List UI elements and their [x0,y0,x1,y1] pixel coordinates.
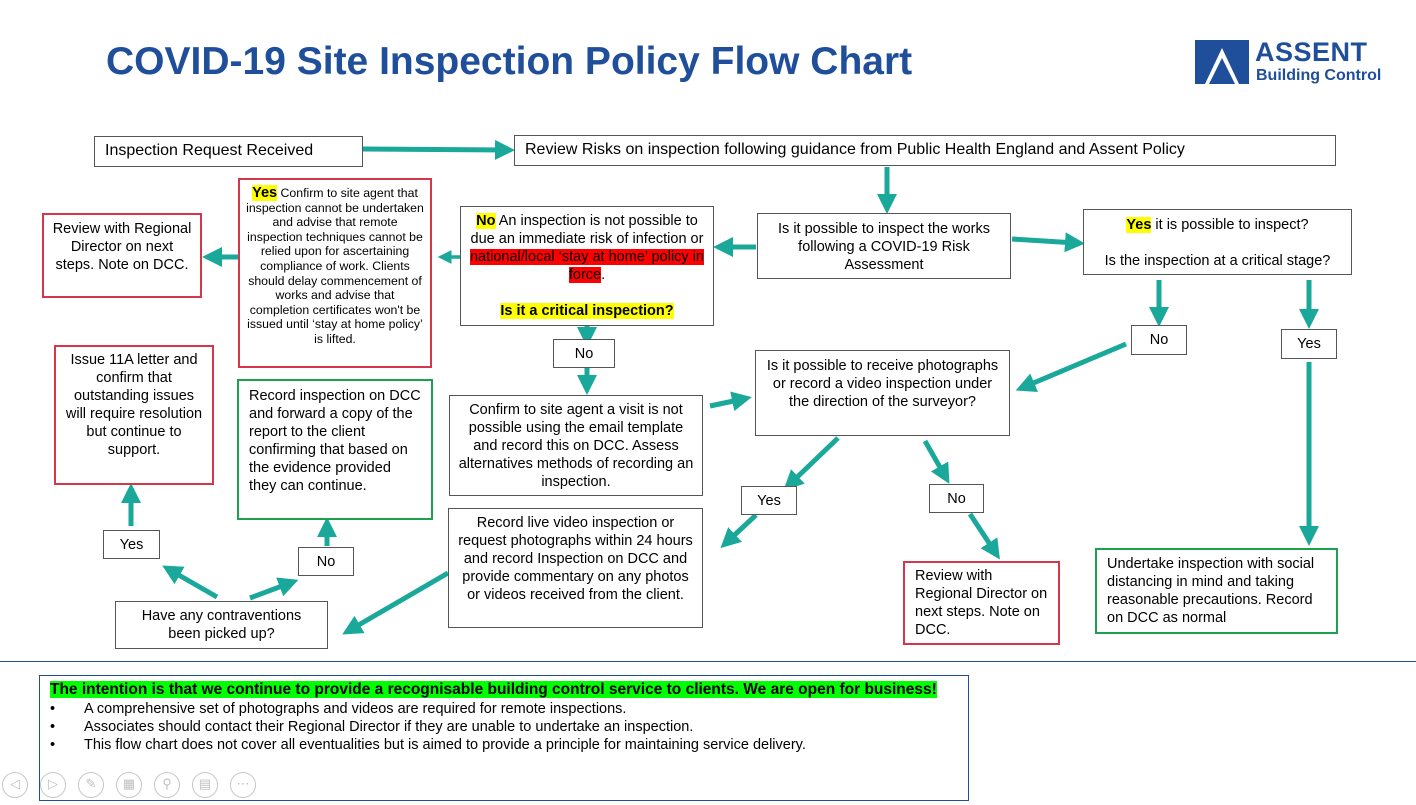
label-no-photos: No [929,484,984,513]
node-review-risks: Review Risks on inspection following gui… [514,135,1336,166]
node-contraventions-question: Have any contraventions been picked up? [115,601,328,649]
label-no-stage: No [1131,325,1187,355]
page-title: COVID-19 Site Inspection Policy Flow Cha… [106,40,913,83]
label-yes-photos-text: Yes [757,493,781,509]
label-yes-contraventions: Yes [103,530,160,559]
node-yes-confirm-no-inspection: Yes Confirm to site agent that inspectio… [238,178,432,368]
more-options-icon[interactable]: ⋯ [230,772,256,798]
notes-lead: The intention is that we continue to pro… [50,681,937,698]
slides-grid-icon[interactable]: ▦ [116,772,142,798]
arrow-record-live-to-contra [342,570,450,635]
next-slide-icon[interactable]: ▷ [40,772,66,798]
node-issue-11a-letter: Issue 11A letter and confirm that outsta… [54,345,214,485]
node-review-director-bottom-text: Review with Regional Director on next st… [915,568,1048,638]
node-undertake-inspection-text: Undertake inspection with social distanc… [1107,556,1315,626]
logo-tagline: Building Control [1256,67,1382,84]
node-review-director-left: Review with Regional Director on next st… [42,213,202,298]
subtitles-icon[interactable]: ▤ [192,772,218,798]
assent-logo: ASSENT Building Control [1195,37,1390,88]
node-issue-11a-letter-text: Issue 11A letter and confirm that outsta… [65,352,203,458]
node-confirm-visit-not-possible: Confirm to site agent a visit is not pos… [449,395,703,496]
notes-box: The intention is that we continue to pro… [39,675,969,801]
label-no-contraventions: No [298,547,354,576]
label-yes-contraventions-text: Yes [119,537,144,553]
node-review-risks-text: Review Risks on inspection following gui… [525,141,1185,158]
logo-wordmark: ASSENT [1255,37,1368,67]
node-record-live-video: Record live video inspection or request … [448,508,703,628]
node-review-director-left-text: Review with Regional Director on next st… [52,221,192,273]
node-record-inspection-dcc-text: Record inspection on DCC and forward a c… [249,388,421,494]
label-no-contraventions-text: No [316,554,336,570]
label-no-critical: No [553,339,615,368]
node-undertake-inspection: Undertake inspection with social distanc… [1095,548,1338,634]
arrow-yes-to-record-live [720,513,758,549]
notes-bullet: A comprehensive set of photographs and v… [50,700,958,718]
no-possible-text: An inspection is not possible to due an … [470,213,704,247]
node-inspection-request-text: Inspection Request Received [105,142,314,159]
arrow-photos-to-no [922,439,950,484]
label-no-photos-text: No [947,491,966,507]
arrow-confirm-visit-to-photos [709,391,752,412]
node-record-live-video-text: Record live video inspection or request … [458,515,693,603]
node-yes-possible: Yes it is possible to inspect? Is the in… [1083,209,1352,275]
arrow-contra-to-yes [162,565,219,600]
label-yes-stage-text: Yes [1297,336,1321,352]
notes-bullet: This flow chart does not cover all event… [50,736,958,754]
node-photos-question: Is it possible to receive photographs or… [755,350,1010,436]
no-tag: No [476,213,496,229]
assent-logo-mark-icon [1195,40,1249,84]
yes-confirm-tag: Yes [252,185,278,201]
yes-tag: Yes [1126,217,1152,233]
critical-stage-question: Is the inspection at a critical stage? [1104,253,1331,269]
notes-list: A comprehensive set of photographs and v… [50,700,958,754]
critical-inspection-question: Is it a critical inspection? [500,303,674,319]
zoom-icon[interactable]: ⚲ [154,772,180,798]
arrow-no-to-director [967,512,1000,560]
node-confirm-visit-not-possible-text: Confirm to site agent a visit is not pos… [458,402,694,490]
arrow-no-to-photos [1015,341,1127,392]
node-record-inspection-dcc: Record inspection on DCC and forward a c… [237,379,433,520]
node-inspection-request: Inspection Request Received [94,136,363,167]
node-possible-question-text: Is it possible to inspect the works foll… [778,221,990,273]
label-yes-photos: Yes [741,486,797,515]
section-divider [0,661,1416,662]
node-possible-question: Is it possible to inspect the works foll… [757,213,1011,279]
notes-bullet: Associates should contact their Regional… [50,718,958,736]
node-no-possible: No An inspection is not possible to due … [460,206,714,326]
label-no-stage-text: No [1149,332,1169,348]
node-review-director-bottom: Review with Regional Director on next st… [903,561,1060,645]
prev-slide-icon[interactable]: ◁ [2,772,28,798]
label-no-critical-text: No [574,346,594,362]
yes-confirm-text: Confirm to site agent that inspection ca… [246,186,424,346]
no-possible-end: . [601,267,606,283]
label-yes-stage: Yes [1281,329,1337,359]
node-photos-question-text: Is it possible to receive photographs or… [766,358,999,410]
stay-at-home-highlight: national/local ‘stay at home’ policy in … [469,249,704,283]
arrow-photos-to-yes [783,436,840,491]
arrow-contra-to-no [249,577,299,601]
pen-icon[interactable]: ✎ [78,772,104,798]
arrow-possible-to-yes [1011,232,1085,253]
yes-possible-text: it is possible to inspect? [1151,217,1309,233]
node-contraventions-question-text: Have any contraventions been picked up? [141,608,302,642]
arrow-request-to-review [362,139,515,160]
